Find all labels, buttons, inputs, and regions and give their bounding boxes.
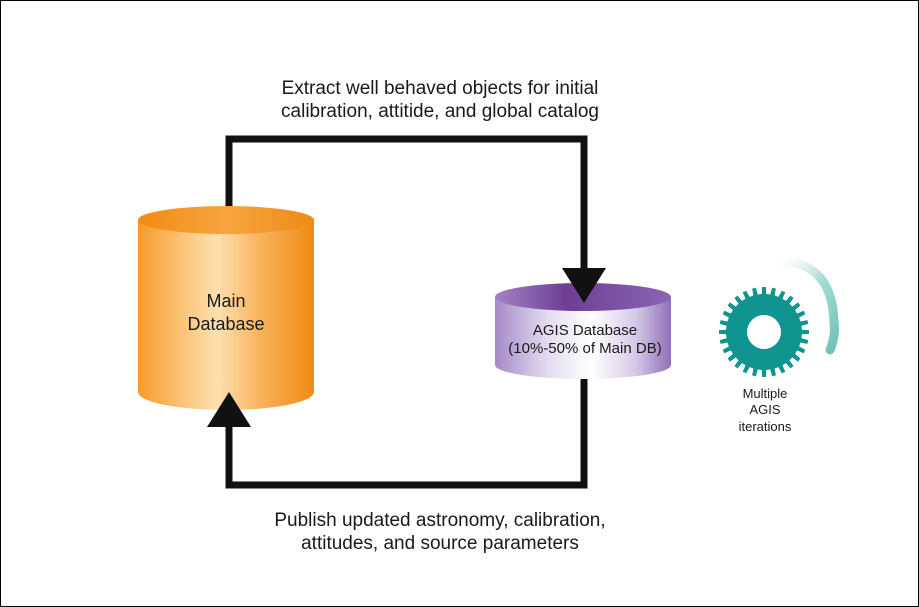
gear-tooth <box>752 287 758 297</box>
gear-tooth <box>796 346 806 354</box>
gear-tooth <box>719 338 729 344</box>
agis-database-label: AGIS Database (10%-50% of Main DB) <box>490 322 680 358</box>
iterations-label: Multiple AGIS iterations <box>705 386 825 435</box>
gear-tooth <box>752 367 758 377</box>
gear-tooth <box>778 290 786 300</box>
extract-caption: Extract well behaved objects for initial… <box>180 78 700 124</box>
gear-tooth <box>800 329 809 335</box>
iterations-label-line3: iterations <box>738 418 792 434</box>
main-database-label-line2: Database <box>187 313 265 334</box>
rotation-arc-icon <box>763 257 839 355</box>
publish-caption: Publish updated astronomy, calibration, … <box>180 510 700 556</box>
gear-tooth <box>722 346 732 354</box>
gear-tooth <box>719 320 729 326</box>
extract-caption-line2: calibration, attitide, and global catalo… <box>281 100 599 122</box>
gear-tooth <box>778 364 786 374</box>
arrow-up-icon <box>207 392 251 427</box>
gear-tooth <box>719 329 728 335</box>
gear-tooth <box>799 320 809 326</box>
iterations-label-line1: Multiple <box>742 386 788 401</box>
extract-caption-line1: Extract well behaved objects for initial <box>281 78 599 99</box>
gear-tooth <box>799 338 809 344</box>
gear-tooth <box>722 310 732 318</box>
gear-icon <box>719 287 809 377</box>
bottom-flow-line <box>225 375 588 489</box>
gear-tooth <box>761 287 767 296</box>
gear-tooth <box>796 310 806 318</box>
publish-caption-line2: attitudes, and source parameters <box>301 532 579 554</box>
main-database-label: Main Database <box>146 290 306 335</box>
agis-database-label-line1: AGIS Database <box>532 322 638 339</box>
main-database-cylinder <box>138 206 314 410</box>
top-flow-line <box>225 135 588 272</box>
gear-tooth <box>742 364 750 374</box>
flow-loop <box>225 135 588 489</box>
gear-tooth <box>770 287 776 297</box>
publish-caption-line1: Publish updated astronomy, calibration, <box>274 510 606 531</box>
arrow-down-icon <box>562 268 606 303</box>
gear-tooth <box>742 290 750 300</box>
gear-tooth <box>761 368 767 377</box>
main-database-label-line1: Main <box>206 291 246 311</box>
gear-tooth <box>770 367 776 377</box>
iterations-label-line2: AGIS <box>749 402 781 418</box>
agis-database-label-line2: (10%-50% of Main DB) <box>508 340 662 357</box>
